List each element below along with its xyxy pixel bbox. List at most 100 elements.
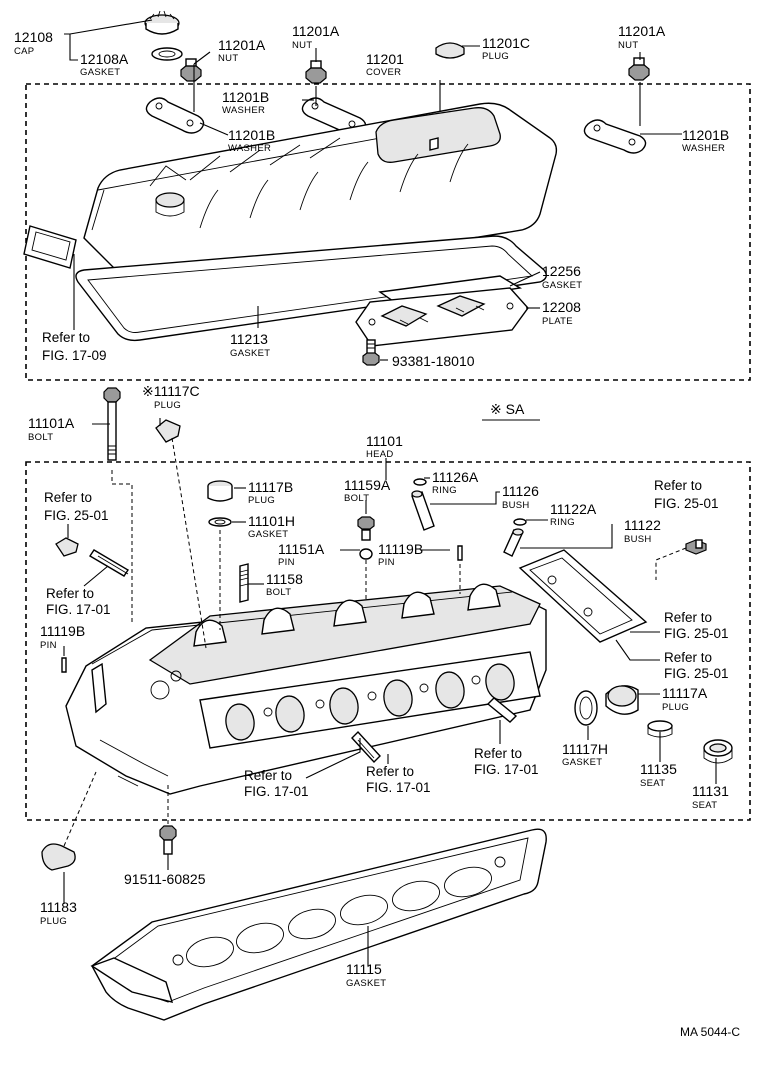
ring-126-part — [413, 478, 427, 486]
washer1-name: WASHER — [222, 105, 265, 116]
bolt-159-part — [357, 516, 375, 541]
bolt-159-name: BOLT — [344, 493, 369, 504]
refer-2501-left-line1: Refer to — [44, 490, 92, 505]
pin-151-number: 11151A — [278, 541, 325, 557]
nut1-number: 11201A — [218, 37, 266, 53]
head-gasket-name: GASKET — [346, 978, 386, 989]
plug-a-part — [605, 685, 639, 715]
gasket-h-part — [208, 517, 232, 527]
bush-126-name: BUSH — [502, 500, 530, 511]
bolt-915-number: 91511-60825 — [124, 871, 206, 887]
refer-1709-line1: Refer to — [42, 330, 90, 345]
washer2-number: 11201B — [228, 127, 275, 143]
nut-part-1 — [180, 58, 202, 82]
cap-gasket-name: GASKET — [80, 67, 120, 78]
cap-gasket-number: 12108A — [80, 51, 129, 67]
nut3-name: NUT — [618, 40, 638, 51]
leader-head-bolt-dash — [111, 470, 133, 624]
sa-plug-part — [155, 419, 181, 443]
head-number: 11101 — [366, 433, 403, 449]
plug-b-number: 11117B — [248, 479, 293, 495]
seat-135-name: SEAT — [640, 778, 665, 789]
bolt-159-number: 11159A — [344, 477, 391, 493]
leader-refer-1701-left — [83, 565, 109, 587]
refer-1701-right-line1: Refer to — [474, 746, 522, 761]
refer-2501-low-line1: Refer to — [664, 650, 712, 665]
plug-183-part — [41, 843, 76, 871]
cap-number: 12108 — [14, 29, 53, 45]
washer3-number: 11201B — [682, 127, 729, 143]
ring-122-part — [513, 518, 527, 526]
sa-plug-number: ※11117C — [142, 383, 200, 399]
gasket-117h-name: GASKET — [562, 757, 602, 768]
gasket-h-name: GASKET — [248, 529, 288, 540]
refer-1709-line2: FIG. 17-09 — [42, 348, 107, 363]
plate-name: PLATE — [542, 316, 573, 327]
leader-washer2 — [199, 122, 229, 136]
cap-name: CAP — [14, 46, 34, 57]
plug-183-number: 11183 — [40, 899, 77, 915]
leader-plug-183-dash — [63, 771, 97, 847]
leader-nut1 — [193, 51, 211, 112]
refer-2501-right-line2: FIG. 25-01 — [654, 496, 719, 511]
washer2-name: WASHER — [228, 143, 271, 154]
plate-number: 12208 — [542, 299, 581, 315]
leader-refer-1701-center — [305, 738, 361, 779]
bush-122-number: 11122 — [624, 517, 661, 533]
pin-119b-a-number: 11119B — [378, 541, 423, 557]
washer3-name: WASHER — [682, 143, 725, 154]
stud-center-part — [351, 730, 381, 764]
nut1-name: NUT — [218, 53, 238, 64]
head-bolt-part — [103, 387, 121, 461]
plug-b-name: PLUG — [248, 495, 275, 506]
ring-122-number: 11122A — [550, 501, 597, 517]
side-plug-part — [55, 537, 79, 557]
stud-left-part — [89, 549, 129, 577]
refer-1701-right-line2: FIG. 17-01 — [474, 762, 539, 777]
pin-119b-part-b — [61, 657, 67, 673]
head-bolt-name: BOLT — [28, 432, 53, 443]
seat-131-number: 11131 — [692, 783, 729, 799]
head-group-box — [25, 461, 751, 821]
sa-plug-name: PLUG — [154, 400, 181, 411]
pin-119b-part-a — [457, 545, 463, 561]
bush-122-name: BUSH — [624, 534, 652, 545]
refer-1701-center-line1: Refer to — [244, 768, 292, 783]
diagram-code: MA 5044-C — [680, 1025, 740, 1039]
cover-number: 11201 — [366, 51, 404, 67]
nut2-name: NUT — [292, 40, 312, 51]
bolt-915-part — [159, 825, 177, 855]
washer-part-3 — [583, 119, 647, 154]
head-gasket-part — [90, 828, 547, 1021]
refer-1701-mid-line2: FIG. 17-01 — [366, 780, 431, 795]
refer-1701-mid-line1: Refer to — [366, 764, 414, 779]
leader-sa-plug-dash — [171, 437, 207, 649]
gasket-h-number: 11101H — [248, 513, 295, 529]
plug-a-name: PLUG — [662, 702, 689, 713]
cover-plug-name: PLUG — [482, 51, 509, 62]
cap-part — [144, 10, 180, 35]
cover-gasket-name: GASKET — [230, 348, 270, 359]
refer-2501-right-line1: Refer to — [654, 478, 702, 493]
ring-126-number: 11126A — [432, 469, 479, 485]
refer-1701-center-line2: FIG. 17-01 — [244, 784, 309, 799]
cover-plug-part — [435, 42, 465, 59]
refer-2501-mid-line2: FIG. 25-01 — [664, 626, 729, 641]
plate-bolt-number: 93381-18010 — [392, 353, 475, 369]
refer-1701-left-line2: FIG. 17-01 — [46, 602, 111, 617]
ring-122-name: RING — [550, 517, 575, 528]
pin-151-part — [359, 548, 373, 560]
seat-135-number: 11135 — [640, 761, 677, 777]
leader-bush-126 — [430, 491, 500, 505]
seat-131-name: SEAT — [692, 800, 717, 811]
end-plate-part — [518, 549, 648, 643]
refer-2501-mid-line1: Refer to — [664, 610, 712, 625]
nut-part-3 — [628, 57, 650, 81]
nut2-number: 11201A — [292, 23, 340, 39]
leader-plate-gasket — [509, 271, 541, 287]
side-bolt-part — [685, 539, 707, 555]
head-gasket-number: 11115 — [346, 961, 382, 977]
cover-side-gasket-part — [23, 225, 77, 269]
head-name: HEAD — [366, 449, 394, 460]
